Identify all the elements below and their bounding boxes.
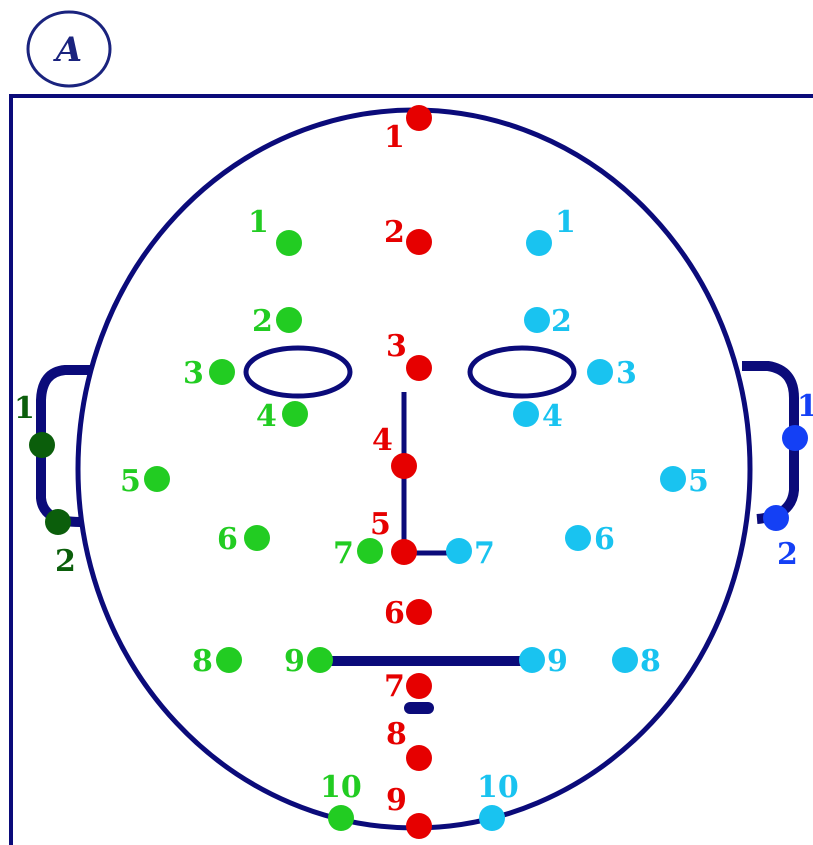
midline-electrode-4	[391, 453, 417, 479]
left-face-electrode-9	[307, 647, 333, 673]
left-eye-outline	[243, 345, 353, 399]
left-face-electrode-10	[328, 805, 354, 831]
midline-electrode-2	[406, 229, 432, 255]
right-eye-outline	[467, 345, 577, 399]
right-face-electrode-6	[565, 525, 591, 551]
panel-badge: A	[26, 10, 112, 88]
right-ear-electrode-1	[782, 425, 808, 451]
right-face-electrode-10	[479, 805, 505, 831]
right-ear-label-1: 1	[797, 389, 813, 424]
right-face-electrode-4	[513, 401, 539, 427]
midline-electrodes: 1 2 3 4 5 6 7 8 9	[370, 105, 432, 839]
left-face-electrode-6	[244, 525, 270, 551]
midline-electrode-7	[406, 673, 432, 699]
right-face-label-7: 7	[474, 536, 495, 571]
right-face-electrode-3	[587, 359, 613, 385]
right-face-label-2: 2	[551, 304, 572, 339]
right-face-label-1: 1	[555, 205, 576, 240]
right-face-label-10: 10	[477, 770, 519, 805]
right-ear-electrodes: 1 2	[763, 389, 813, 572]
right-face-label-5: 5	[688, 464, 709, 499]
left-face-electrode-8	[216, 647, 242, 673]
left-face-label-7: 7	[333, 536, 354, 571]
left-face-electrode-1	[276, 230, 302, 256]
midline-electrode-6	[406, 599, 432, 625]
left-face-label-9: 9	[284, 644, 305, 679]
right-face-electrode-9	[519, 647, 545, 673]
right-face-label-9: 9	[547, 644, 568, 679]
left-face-label-2: 2	[252, 304, 273, 339]
midline-label-1: 1	[384, 120, 405, 155]
midline-label-6: 6	[384, 596, 405, 631]
right-face-label-8: 8	[640, 644, 661, 679]
left-face-label-5: 5	[120, 464, 141, 499]
left-face-electrode-2	[276, 307, 302, 333]
midline-label-7: 7	[384, 669, 405, 704]
left-face-label-6: 6	[217, 522, 238, 557]
right-ear-electrode-2	[763, 505, 789, 531]
right-face-label-3: 3	[616, 356, 637, 391]
left-face-label-8: 8	[192, 644, 213, 679]
midline-electrode-8	[406, 745, 432, 771]
right-face-label-4: 4	[542, 399, 563, 434]
midline-label-2: 2	[384, 215, 405, 250]
left-face-label-10: 10	[320, 770, 362, 805]
panel-label: A	[53, 30, 82, 70]
left-face-electrode-3	[209, 359, 235, 385]
left-ear-electrode-1	[29, 432, 55, 458]
left-ear-label-1: 1	[14, 391, 35, 426]
midline-electrode-9	[406, 813, 432, 839]
midline-label-5: 5	[370, 507, 391, 542]
left-face-label-4: 4	[256, 399, 277, 434]
left-face-electrode-5	[144, 466, 170, 492]
right-face-electrodes: 1 2 3 4 5 6 7 8 9 10	[446, 205, 709, 831]
midline-label-8: 8	[386, 717, 407, 752]
left-face-label-1: 1	[248, 205, 269, 240]
right-face-electrode-5	[660, 466, 686, 492]
right-face-label-6: 6	[594, 522, 615, 557]
left-face-electrodes: 1 2 3 4 5 6 7 8 9 10	[120, 205, 383, 831]
left-ear-electrode-2	[45, 509, 71, 535]
right-face-electrode-7	[446, 538, 472, 564]
right-face-electrode-8	[612, 647, 638, 673]
panel-badge-circle	[26, 10, 112, 88]
midline-electrode-3	[406, 355, 432, 381]
midline-label-3: 3	[386, 329, 407, 364]
right-face-electrode-1	[526, 230, 552, 256]
midline-label-9: 9	[386, 783, 407, 818]
left-face-electrode-7	[357, 538, 383, 564]
midline-electrode-5	[391, 539, 417, 565]
right-ear-label-2: 2	[777, 537, 798, 572]
left-ear-label-2: 2	[55, 544, 76, 579]
midline-label-4: 4	[372, 423, 393, 458]
left-ear-electrodes: 1 2	[14, 391, 76, 579]
right-face-electrode-2	[524, 307, 550, 333]
left-face-electrode-4	[282, 401, 308, 427]
left-face-label-3: 3	[183, 356, 204, 391]
midline-electrode-1	[406, 105, 432, 131]
